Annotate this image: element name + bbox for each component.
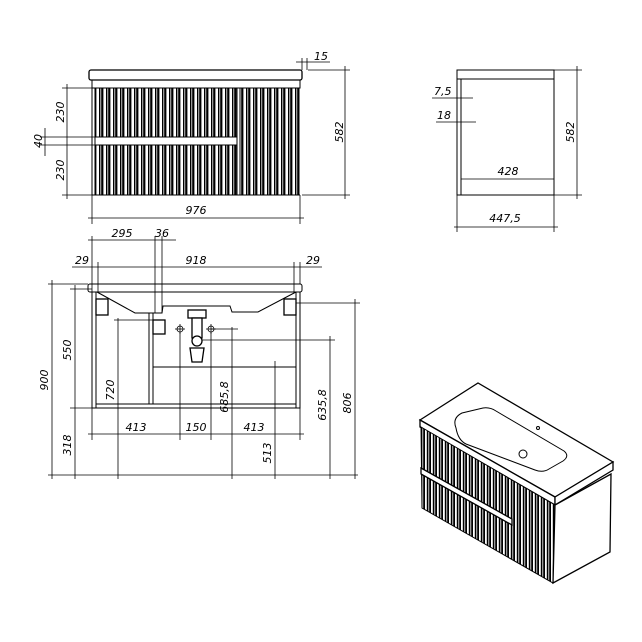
side-elevation: 7,5 18 428 447,5 582 [432, 66, 582, 232]
iso-tap-hole [536, 426, 540, 430]
dim-447-5: 447,5 [489, 212, 521, 225]
dim-720: 720 [104, 380, 117, 401]
front-section: 295 36 29 918 29 900 550 318 720 685,8 [38, 227, 360, 479]
partition [148, 312, 154, 405]
drawer-gap [94, 136, 238, 146]
dim-295: 295 [112, 227, 133, 240]
bracket-mid [152, 319, 166, 335]
dim-428: 428 [498, 165, 519, 178]
dim-7-5: 7,5 [434, 85, 452, 98]
dim-582: 582 [333, 122, 346, 143]
dim-635-8: 635,8 [316, 389, 329, 421]
iso-basin [454, 407, 568, 472]
dim-413-right: 413 [244, 421, 265, 434]
dim-582-side: 582 [564, 122, 577, 143]
lower-drawer [94, 144, 238, 196]
dim-40: 40 [32, 134, 45, 148]
dim-513: 513 [261, 443, 274, 464]
upper-drawer [94, 87, 238, 138]
dim-918: 918 [186, 254, 207, 267]
dim-150: 150 [186, 421, 207, 434]
dim-15: 15 [314, 50, 328, 63]
dim-18: 18 [437, 109, 451, 122]
dim-230-upper: 230 [54, 102, 67, 123]
basin-top [87, 283, 303, 293]
iso-drain [518, 449, 528, 459]
iso-side-panel [552, 472, 612, 585]
dimensions-front: 976 582 15 230 40 230 [32, 50, 350, 224]
bracket-left [95, 298, 109, 316]
dim-550: 550 [61, 340, 74, 361]
dim-976: 976 [186, 204, 207, 217]
dim-29-left: 29 [75, 254, 89, 267]
siphon [187, 309, 207, 363]
dim-36: 36 [155, 227, 169, 240]
bracket-right [283, 298, 297, 316]
iso-drawer-handle [420, 466, 513, 527]
dim-806: 806 [341, 393, 354, 414]
dim-685-8: 685,8 [218, 381, 231, 413]
dim-230-lower: 230 [54, 160, 67, 181]
dim-29-right: 29 [306, 254, 320, 267]
door-panel [239, 87, 300, 196]
basin-profile [96, 291, 297, 314]
countertop [88, 69, 303, 81]
dim-413-left: 413 [126, 421, 147, 434]
side-body [456, 69, 555, 196]
isometric-view [418, 382, 615, 585]
top-rail [91, 79, 301, 89]
dim-318: 318 [61, 435, 74, 456]
dim-900: 900 [38, 370, 51, 391]
front-elevation: 976 582 15 230 40 230 [32, 50, 350, 224]
dimensions-section: 295 36 29 918 29 900 550 318 720 685,8 [38, 227, 360, 479]
